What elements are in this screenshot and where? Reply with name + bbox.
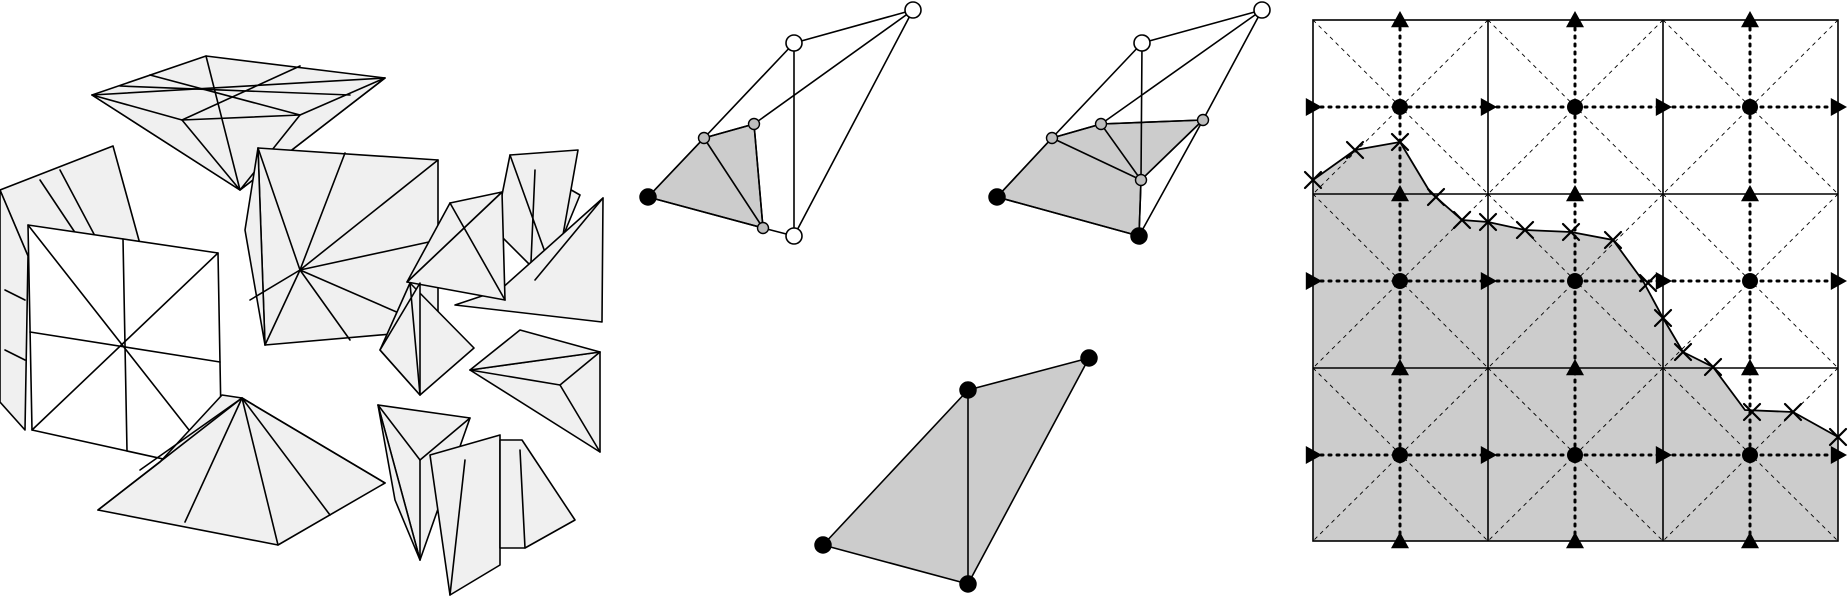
back-pyramid [244, 147, 439, 346]
horizontal-edge-marker [1830, 272, 1847, 290]
right-tetrahedra [377, 149, 604, 596]
inside-vertex-marker [814, 536, 832, 554]
inside-vertex-marker [988, 188, 1006, 206]
vertical-edge-marker [1741, 11, 1759, 28]
horizontal-edge-marker [1655, 98, 1672, 116]
cell-center-marker [1742, 273, 1758, 289]
vertical-edge-marker [1741, 532, 1759, 549]
contour-crossing-mark [1561, 222, 1581, 242]
cell-center-marker [1742, 447, 1758, 463]
interpolated-vertex-marker [747, 117, 761, 131]
vertical-edge-marker [1391, 359, 1409, 376]
horizontal-edge-marker [1480, 98, 1497, 116]
inside-vertex-marker [959, 381, 977, 399]
vertical-edge-marker [1391, 11, 1409, 28]
horizontal-edge-marker [1305, 446, 1322, 464]
vertical-edge-marker [1391, 185, 1409, 202]
outside-vertex-marker [785, 34, 803, 52]
tetrahedron-case-1 [639, 1, 922, 245]
horizontal-edge-marker [1480, 446, 1497, 464]
cell-center-marker [1392, 447, 1408, 463]
horizontal-edge-marker [1655, 446, 1672, 464]
vertical-edge-marker [1566, 532, 1584, 549]
contour-crossing-mark [1452, 210, 1472, 230]
contour-line [1312, 141, 1839, 438]
grid-markers [1303, 11, 1848, 549]
contour-crossing-mark [1603, 230, 1623, 250]
interpolated-vertex-marker [697, 131, 711, 145]
outside-vertex-marker [904, 1, 922, 19]
horizontal-edge-marker [1830, 98, 1847, 116]
horizontal-edge-marker [1830, 446, 1847, 464]
cell-center-marker [1742, 99, 1758, 115]
contour-crossing-mark [1653, 308, 1673, 328]
horizontal-edge-marker [1305, 272, 1322, 290]
contour-crossing-mark [1828, 427, 1848, 447]
exploded-cube-panel [0, 55, 604, 596]
interpolated-vertex-marker [1045, 131, 1059, 145]
inside-vertex-marker [1130, 227, 1148, 245]
horizontal-edge-marker [1655, 272, 1672, 290]
interpolated-vertex-marker [1094, 117, 1108, 131]
contour-crossing-mark [1638, 273, 1658, 293]
bottom-pyramid [97, 394, 386, 546]
cell-center-marker [1567, 447, 1583, 463]
cell-center-marker [1567, 273, 1583, 289]
contour-crossing-mark [1390, 132, 1410, 152]
interpolated-vertex-marker [1196, 113, 1210, 127]
horizontal-edge-marker [1305, 98, 1322, 116]
vertical-edge-marker [1566, 359, 1584, 376]
front-face-square [27, 224, 223, 473]
contour-crossing-mark [1783, 402, 1803, 422]
contour-crossing-mark [1426, 187, 1446, 207]
vertical-edge-marker [1391, 532, 1409, 549]
cell-center-marker [1392, 99, 1408, 115]
vertical-edge-marker [1566, 11, 1584, 28]
contour-crossing-mark [1478, 212, 1498, 232]
vertical-edge-marker [1741, 185, 1759, 202]
contour-crossing-mark [1345, 140, 1365, 160]
tetrahedron-case-2 [988, 1, 1271, 245]
interpolated-vertex-marker [1134, 173, 1148, 187]
outside-vertex-marker [1253, 1, 1271, 19]
vertical-edge-marker [1741, 359, 1759, 376]
cell-center-marker [1392, 273, 1408, 289]
outside-vertex-marker [785, 227, 803, 245]
cell-center-marker [1567, 99, 1583, 115]
grid-contour-panel [1303, 11, 1848, 549]
contour-crossing-mark [1303, 170, 1323, 190]
horizontal-edge-marker [1480, 272, 1497, 290]
outside-vertex-marker [1133, 34, 1151, 52]
tetrahedron-case-3 [814, 349, 1098, 593]
contour-crossing-mark [1515, 220, 1535, 240]
interpolated-vertex-marker [756, 221, 770, 235]
tetrahedron-cases-panel [639, 1, 1271, 593]
contour-crossing-mark [1673, 342, 1693, 362]
inside-vertex-marker [959, 575, 977, 593]
vertical-edge-marker [1566, 185, 1584, 202]
inside-vertex-marker [639, 188, 657, 206]
inside-vertex-marker [1080, 349, 1098, 367]
contour-crossing-mark [1703, 357, 1723, 377]
contour-crossing-mark [1742, 402, 1762, 422]
